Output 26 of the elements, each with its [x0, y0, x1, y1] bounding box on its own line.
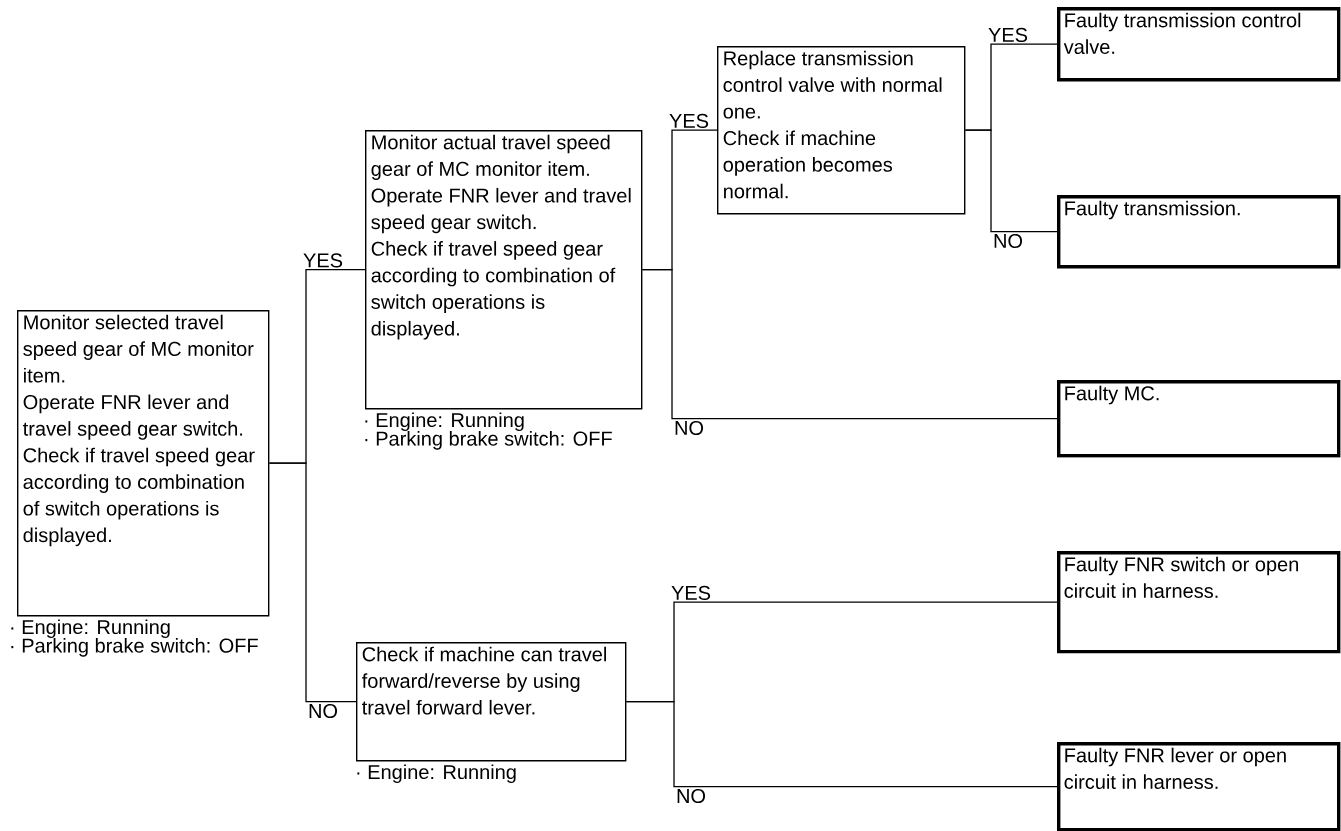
result-box: Faulty transmission.	[1057, 195, 1341, 269]
check-box: Replace transmission control valve with normal one. Check if machine operation becomes normal.	[717, 46, 966, 215]
result-box: Faulty FNR lever or open circuit in harness.	[1057, 742, 1341, 831]
result-box: Faulty MC.	[1057, 380, 1341, 458]
check-box: Monitor actual travel speed gear of MC monitor item. Operate FNR lever and travel speed gear switch. Check if travel speed gear according to combination of switch operations is displayed.	[365, 130, 643, 410]
note-text: · Engine: Running	[365, 412, 524, 432]
edge-label: YES	[302, 252, 344, 269]
check-box: Monitor selected travel speed gear of MC monitor item. Operate FNR lever and travel speed gear switch. Check if travel speed gear according to combination of switch operations is displayed.	[17, 310, 270, 617]
edge-label: NO	[675, 787, 707, 805]
connector-line	[625, 701, 1058, 788]
result-box: Faulty transmission control valve.	[1057, 7, 1341, 82]
connector-line	[641, 269, 1058, 420]
edge-label: YES	[670, 584, 712, 601]
note-text: · Engine: Running	[11, 619, 170, 639]
edge-label: YES	[987, 26, 1029, 43]
connector-line	[964, 129, 1058, 233]
edge-label: NO	[992, 232, 1024, 250]
edge-label: YES	[668, 112, 710, 129]
note-text: · Engine: Running	[357, 764, 516, 784]
edge-label: NO	[673, 419, 705, 437]
connector-line	[268, 462, 357, 703]
edge-label: NO	[307, 702, 339, 720]
note-text: · Parking brake switch: OFF	[365, 431, 612, 450]
note-text: · Parking brake switch: OFF	[11, 638, 258, 657]
check-box: Check if machine can travel forward/reverse by using travel forward lever.	[356, 642, 627, 762]
result-box: Faulty FNR switch or open circuit in harness.	[1057, 551, 1341, 654]
